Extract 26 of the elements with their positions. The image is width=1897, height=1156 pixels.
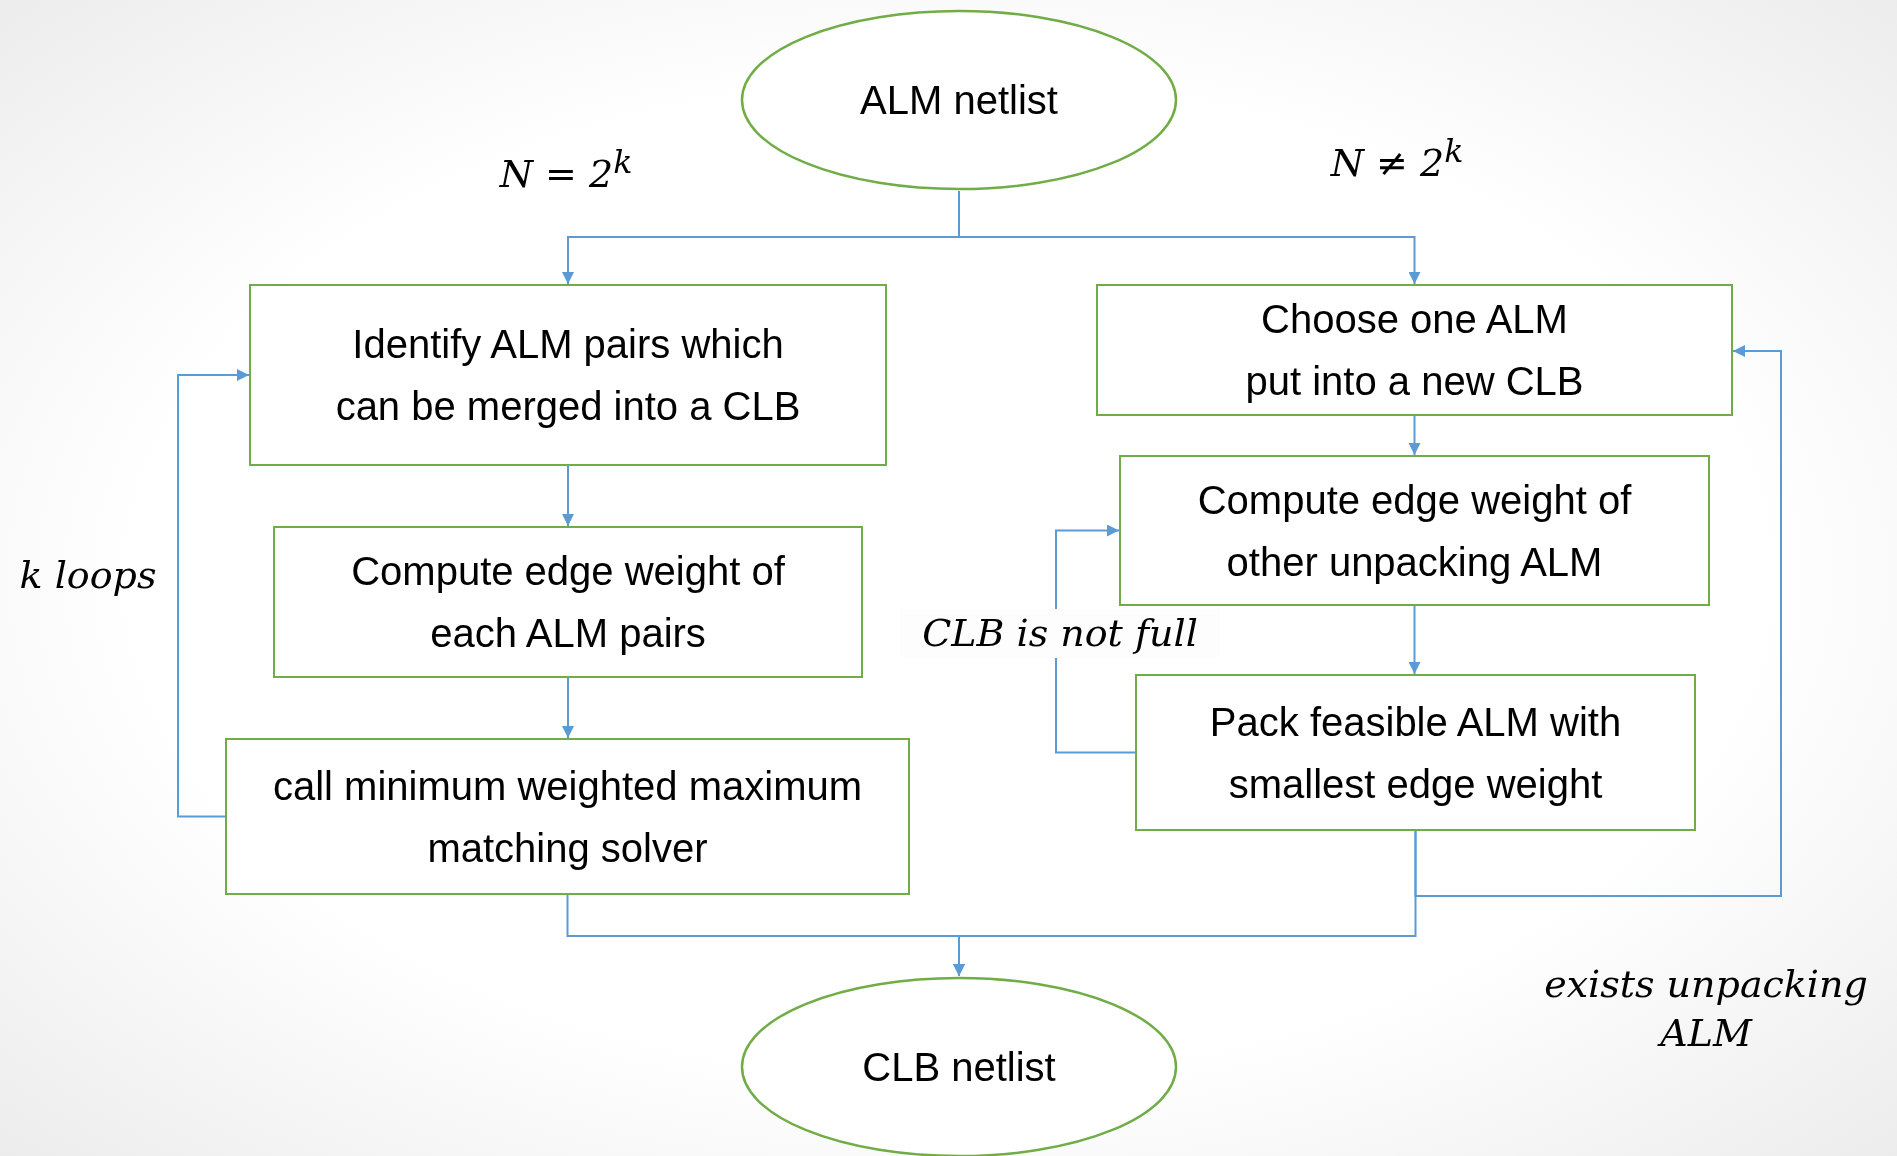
node-text: Compute edge weight of each ALM pairs [350,548,786,657]
edge-label: N ≠ 2$^{k}$ [1329,132,1465,187]
node-text: CLB netlist [862,1044,1056,1091]
edge-label: k loops [18,552,158,599]
node-text: Choose one ALM put into a new CLB [1244,296,1585,405]
connector-arrow [562,677,574,739]
terminal-ellipse [740,9,1178,191]
edge-label: N = 2$^{k}$ [498,143,634,198]
process-box [225,738,910,895]
node-text: call minimum weighted maximum matching solver [271,762,863,872]
process-box [273,526,863,678]
edge-label: exists unpacking ALM [1543,961,1869,1058]
process-box [1135,674,1696,831]
node-text: Identify ALM pairs which can be merged into a CLB [334,321,802,430]
connector-arrow [562,465,574,527]
node-text: ALM netlist [860,77,1058,124]
connector-arrow [1408,415,1421,456]
node-text: Pack feasible ALM with smallest edge weight [1208,698,1623,808]
connector-arrow [1408,605,1421,675]
node-text: Compute edge weight of other unpacking ALM [1196,476,1633,586]
connector-arrow [1414,345,1782,897]
process-box [1096,284,1733,416]
process-box [1119,455,1710,606]
connector-arrow [953,830,1417,977]
connector-arrow [177,369,250,818]
process-box [249,284,887,466]
